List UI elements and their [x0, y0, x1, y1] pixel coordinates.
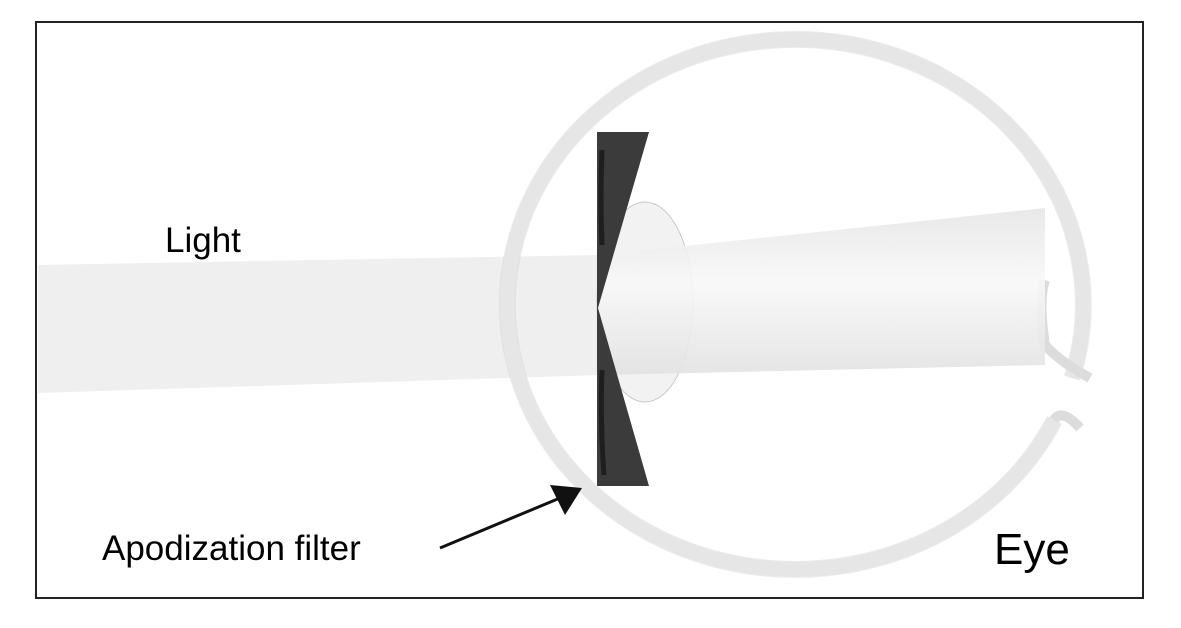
label-light: Light — [165, 221, 241, 260]
optic-nerve-lower — [1049, 410, 1084, 432]
label-apodization-filter: Apodization filter — [102, 529, 361, 568]
arrowhead-icon — [550, 485, 582, 515]
apodization-filter — [597, 132, 649, 486]
pointer-arrow — [439, 496, 561, 550]
light-beam-outside — [38, 255, 600, 393]
light-beam-inside — [600, 208, 1045, 375]
label-eye: Eye — [994, 525, 1070, 574]
eye-sclera — [499, 31, 1091, 577]
filter-shading-lower — [598, 369, 607, 476]
filter-shading-upper — [598, 149, 605, 246]
